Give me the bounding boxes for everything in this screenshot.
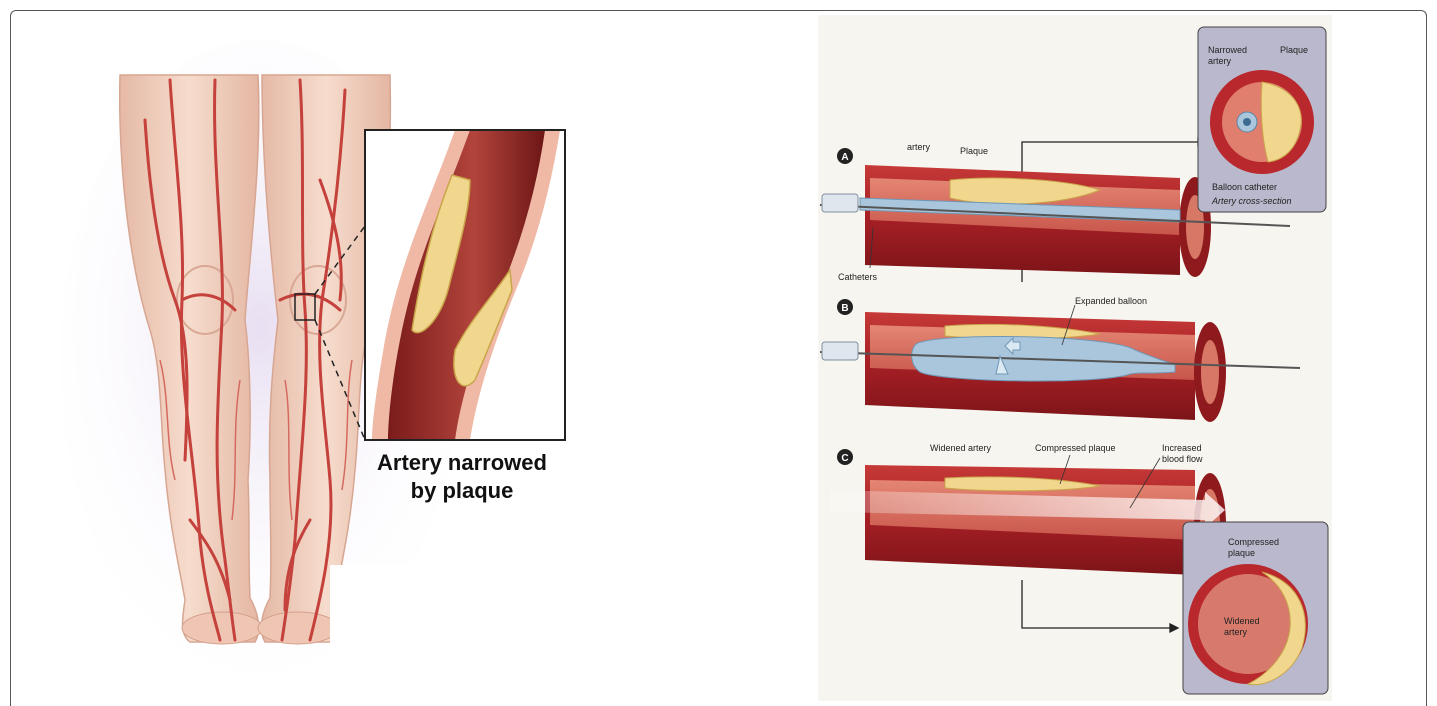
label-plaque-a: Plaque xyxy=(960,146,988,156)
label-artery: artery xyxy=(907,142,931,152)
label-widened-2: artery xyxy=(1224,627,1248,637)
label-widened-artery: Widened artery xyxy=(930,443,992,453)
label-balloon-catheter: Balloon catheter xyxy=(1212,182,1277,192)
label-widened-1: Widened xyxy=(1224,616,1260,626)
right-foot xyxy=(258,612,338,644)
blank-patch xyxy=(330,565,510,645)
label-increased-1: Increased xyxy=(1162,443,1202,453)
stage-a-marker-label: A xyxy=(841,152,848,163)
label-compressed-1: Compressed xyxy=(1228,537,1279,547)
label-compressed-2: plaque xyxy=(1228,548,1255,558)
left-foot xyxy=(182,612,262,644)
label-catheters: Catheters xyxy=(838,272,878,282)
label-cross-section: Artery cross-section xyxy=(1211,196,1292,206)
label-narrowed-2: artery xyxy=(1208,56,1232,66)
label-inset-plaque: Plaque xyxy=(1280,45,1308,55)
label-expanded-balloon: Expanded balloon xyxy=(1075,296,1147,306)
inset-c: Compressed plaque Widened artery xyxy=(1183,522,1328,694)
stage-b-marker-label: B xyxy=(841,303,848,314)
label-narrowed-1: Narrowed xyxy=(1208,45,1247,55)
label-compressed-plaque: Compressed plaque xyxy=(1035,443,1116,453)
label-increased-2: blood flow xyxy=(1162,454,1203,464)
stage-c-marker-label: C xyxy=(841,453,848,464)
inset-a: Narrowed artery Plaque Balloon catheter … xyxy=(1198,27,1326,212)
callout-line-1: Artery narrowed xyxy=(377,450,547,475)
callout-line-2: by plaque xyxy=(411,478,514,503)
